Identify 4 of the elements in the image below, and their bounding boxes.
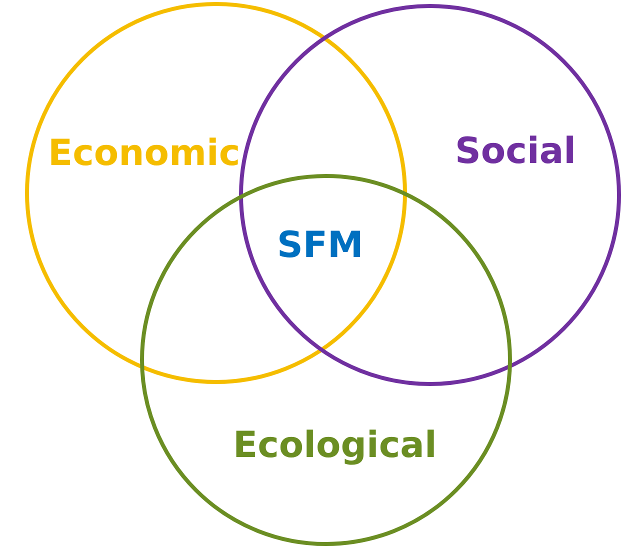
category-label: Social: [455, 134, 576, 170]
category-label: Ecological: [233, 428, 437, 464]
center-label: SFM: [277, 228, 364, 264]
category-label: Economic: [48, 136, 240, 172]
